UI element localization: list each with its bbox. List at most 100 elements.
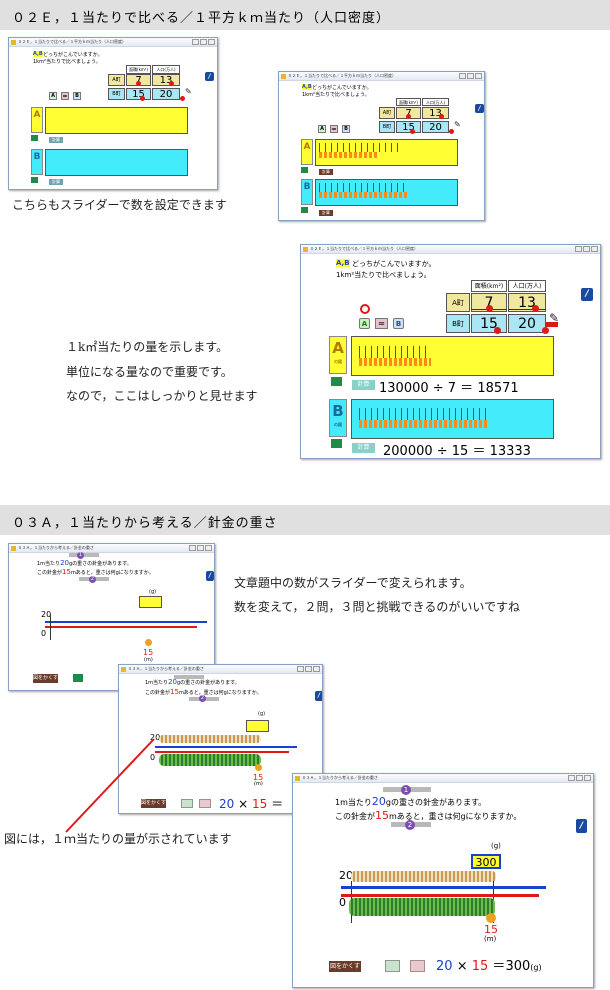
option-a-button[interactable]: A xyxy=(318,125,326,133)
window-minimize-icon[interactable] xyxy=(297,666,304,672)
calc-button[interactable]: 計算 xyxy=(49,179,63,185)
option-eq-button[interactable]: ＝ xyxy=(375,318,388,329)
thumb-icon[interactable] xyxy=(301,167,308,173)
bar-b xyxy=(45,149,188,176)
window-maximize-icon[interactable] xyxy=(467,73,474,79)
edit-icon[interactable]: / xyxy=(315,691,322,701)
edit-icon[interactable]: / xyxy=(475,104,484,113)
slider-2-knob[interactable]: 2 xyxy=(89,576,96,583)
calc-button[interactable]: 計算 xyxy=(319,169,333,175)
magnifier-icon[interactable] xyxy=(199,799,211,808)
answer-box[interactable]: 300 xyxy=(471,854,501,869)
calc-button[interactable]: 計算 xyxy=(352,380,375,390)
window-close-icon[interactable] xyxy=(475,73,482,79)
length-slider-knob[interactable] xyxy=(486,913,496,923)
slider-knob[interactable] xyxy=(532,305,539,312)
thumb-icon[interactable] xyxy=(31,177,38,183)
window-maximize-icon[interactable] xyxy=(305,666,312,672)
pencil-icon[interactable]: ✎ xyxy=(185,87,192,96)
answer-box[interactable] xyxy=(246,720,269,732)
slider-knob[interactable] xyxy=(180,96,185,101)
window-title: ０２Ｅ，１当たりで比べる／１平方ｋｍ当たり（人口密度） xyxy=(288,73,396,78)
option-eq-button[interactable]: ＝ xyxy=(330,125,338,133)
edit-icon[interactable]: / xyxy=(206,571,214,581)
option-a-button[interactable]: A xyxy=(49,92,57,100)
clear-badge[interactable] xyxy=(545,322,558,327)
window-maximize-icon[interactable] xyxy=(197,545,204,551)
option-eq-button[interactable]: ＝ xyxy=(61,92,69,100)
window-maximize-icon[interactable] xyxy=(200,39,207,45)
slider-knob[interactable] xyxy=(449,129,454,134)
window-maximize-icon[interactable] xyxy=(583,246,590,252)
window-close-icon[interactable] xyxy=(208,39,215,45)
length-slider-knob[interactable] xyxy=(145,639,152,646)
slider-knob[interactable] xyxy=(494,327,501,334)
magnifier-icon[interactable] xyxy=(410,960,425,972)
hide-figure-button[interactable]: 図をかくす xyxy=(141,799,167,808)
unit-blocks xyxy=(319,152,379,158)
window-minimize-icon[interactable] xyxy=(575,246,582,252)
b-area-value: 15 xyxy=(132,89,145,100)
slider-b-area[interactable]: 15 xyxy=(396,121,421,133)
slider-a-pop[interactable]: 13 xyxy=(422,107,449,119)
slider-b-pop[interactable]: 20 xyxy=(422,121,449,133)
window-close-icon[interactable] xyxy=(205,545,212,551)
slider-b-pop[interactable]: 20 xyxy=(508,314,546,333)
slider-b-pop[interactable]: 20 xyxy=(152,88,180,100)
slider-1-knob[interactable]: 1 xyxy=(77,552,84,559)
thumb-icon[interactable] xyxy=(331,377,342,386)
slider-knob[interactable] xyxy=(169,81,174,86)
thumb-icon[interactable] xyxy=(73,674,83,682)
edit-icon[interactable]: / xyxy=(205,72,214,81)
thumb-icon[interactable] xyxy=(331,439,342,448)
window-close-icon[interactable] xyxy=(591,246,598,252)
slider-1-knob[interactable]: 1 xyxy=(401,785,411,795)
window-minimize-icon[interactable] xyxy=(192,39,199,45)
slider-b-area[interactable]: 15 xyxy=(126,88,151,100)
slider-a-area[interactable]: 7 xyxy=(471,293,507,312)
edit-icon[interactable]: / xyxy=(581,288,593,301)
option-b-button[interactable]: B xyxy=(73,92,81,100)
slider-knob[interactable] xyxy=(136,81,141,86)
slider-knob[interactable] xyxy=(410,129,415,134)
calc-button[interactable]: 計算 xyxy=(49,137,63,143)
length-slider-knob[interactable] xyxy=(255,764,262,771)
answer-box[interactable] xyxy=(139,596,162,608)
window-minimize-icon[interactable] xyxy=(568,775,575,781)
slider-knob[interactable] xyxy=(439,114,444,119)
calc-button[interactable]: 計算 xyxy=(319,210,333,216)
thumb-icon[interactable] xyxy=(181,799,193,808)
calc-button[interactable]: 計算 xyxy=(352,443,375,453)
window-minimize-icon[interactable] xyxy=(459,73,466,79)
bar-b-tab: B xyxy=(31,149,43,175)
app-window-small: ０２Ｅ，１当たりで比べる／１平方ｋｍ当たり（人口密度） A,B どっちがこんでい… xyxy=(8,37,218,190)
thumb-icon[interactable] xyxy=(31,135,38,141)
slider-2-knob[interactable]: 2 xyxy=(199,695,206,702)
thumb-icon[interactable] xyxy=(385,960,400,972)
window-maximize-icon[interactable] xyxy=(576,775,583,781)
thumb-icon[interactable] xyxy=(301,207,308,213)
window-close-icon[interactable] xyxy=(584,775,591,781)
hide-figure-button[interactable]: 図をかくす xyxy=(33,674,59,683)
row-a-label: A町 xyxy=(446,293,470,312)
slider-a-pop[interactable]: 13 xyxy=(152,74,180,86)
option-a-button[interactable]: A xyxy=(359,318,370,329)
caption-perkm-3: なので，ここはしっかりと見せます xyxy=(66,389,258,403)
hide-figure-button[interactable]: 図をかくす xyxy=(329,961,361,972)
pencil-icon[interactable]: ✎ xyxy=(454,120,461,129)
pencil-icon[interactable]: ✎ xyxy=(549,311,560,325)
slider-knob[interactable] xyxy=(140,96,145,101)
edit-icon[interactable]: / xyxy=(576,819,587,833)
a-pop-value: 13 xyxy=(159,75,173,86)
option-b-button[interactable]: B xyxy=(393,318,404,329)
slider-knob[interactable] xyxy=(486,305,493,312)
calc-result-b: 200000 ÷ 15 ＝ 13333 xyxy=(383,444,531,459)
slider-b-area[interactable]: 15 xyxy=(471,314,507,333)
option-b-button[interactable]: B xyxy=(342,125,350,133)
slider-2-knob[interactable]: 2 xyxy=(405,820,415,830)
slider-knob[interactable] xyxy=(406,114,411,119)
slider-knob[interactable] xyxy=(542,327,549,334)
window-close-icon[interactable] xyxy=(313,666,320,672)
window-body: 1 1m当たり20gの重さの針金があります。 この針金が15mあると，重さは何g… xyxy=(293,783,593,987)
window-minimize-icon[interactable] xyxy=(189,545,196,551)
